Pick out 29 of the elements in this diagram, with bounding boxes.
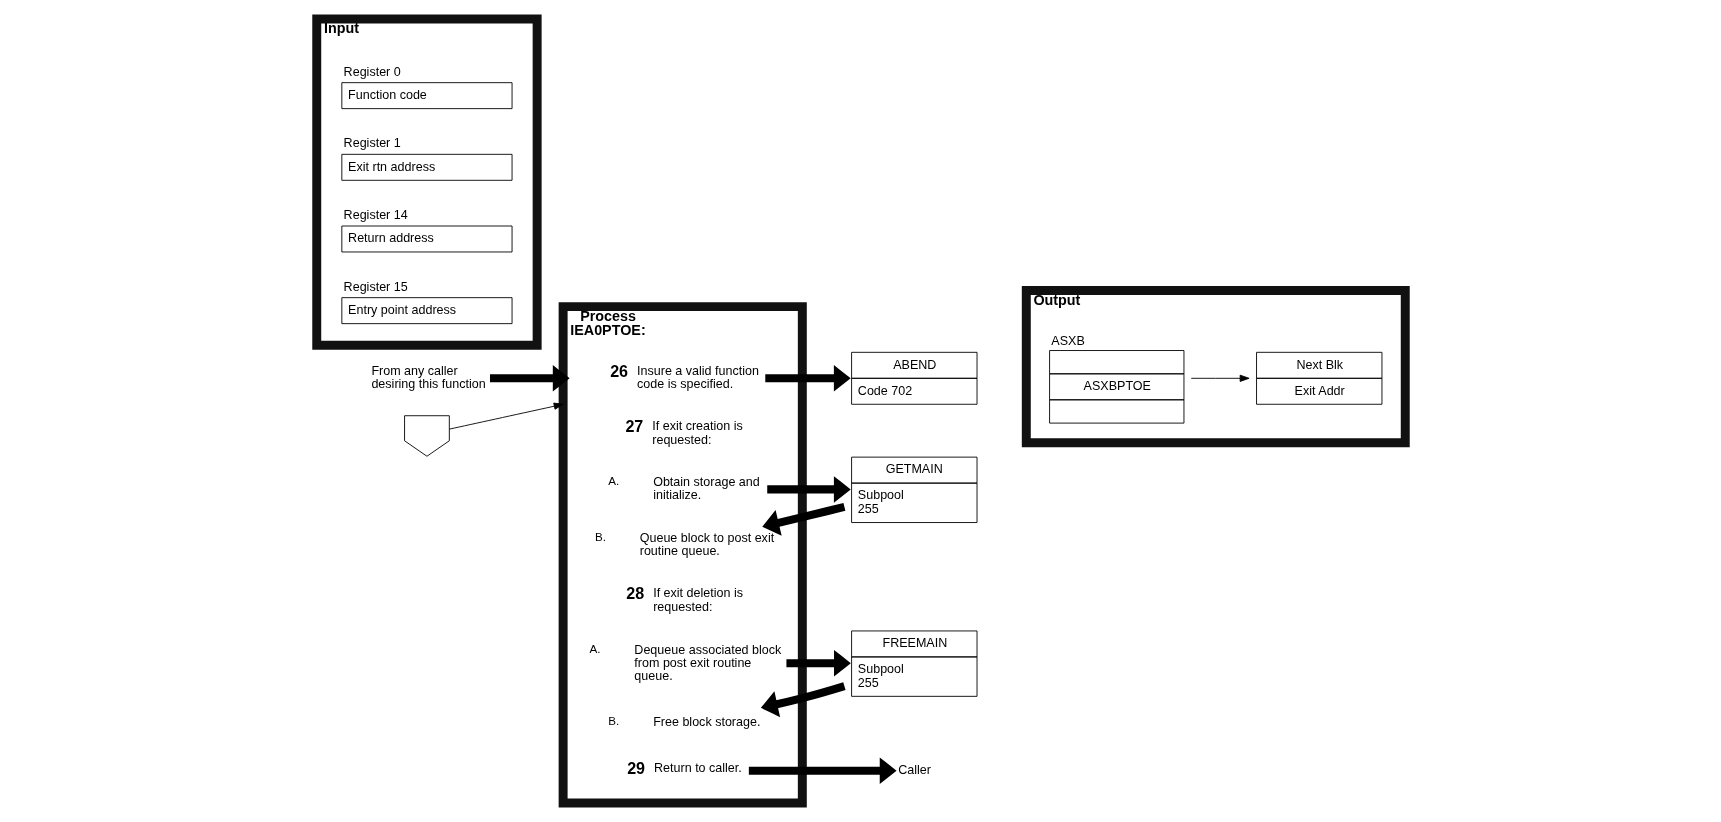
node-box: Function code [340,82,512,110]
node-label: Register 14 [343,208,408,223]
node-label: ASXB [1050,334,1085,349]
arrow [764,365,851,392]
arrow [489,365,570,392]
node-text: 27 If exit creation is requested: [624,417,743,447]
node-text: A. Dequeue associated block from post exit routine queue. [589,641,781,684]
arrow [748,757,897,784]
node-text: From any caller desiring this function [370,363,486,392]
arrow [761,502,845,536]
arrow [760,682,846,718]
node-text: 28 If exit deletion is requested: [625,584,743,614]
node-text: B. Free block storage. [607,714,760,730]
node-label: Register 15 [343,279,408,294]
node-text: Caller [897,763,931,778]
node-label: Register 1 [343,136,401,151]
arrow [448,402,564,430]
node-box: Exit rtn address [340,153,512,181]
arrow [1190,374,1250,382]
node-text: B. Queue block to post exit routine queue. [594,529,774,558]
node-text: 29 Return to caller. [626,758,742,777]
node-text: 26 Insure a valid function code is specified. [609,361,759,392]
node-box: Entry point address [340,297,512,325]
arrow [766,476,851,503]
node-text: A. Obtain storage and initialize. [607,474,760,503]
node-label: Register 0 [343,64,401,79]
node-box: Return address [340,225,512,253]
node-pentagon [403,415,450,457]
arrow [785,649,851,677]
